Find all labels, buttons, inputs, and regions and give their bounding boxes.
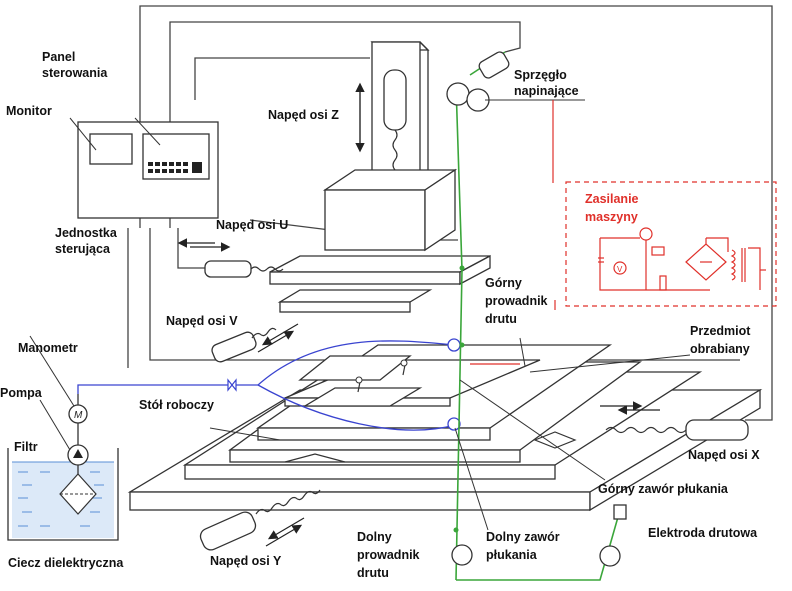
- dielectric-tank: [8, 448, 118, 540]
- label-gorny-prowadnik-line1: Górny: [485, 276, 522, 291]
- label-zasilanie-line2: maszyny: [585, 210, 638, 225]
- voltmeter-text: V: [617, 265, 623, 274]
- u-axis-motor: [205, 261, 251, 277]
- label-naped-u: Napęd osi U: [216, 218, 288, 233]
- label-pompa: Pompa: [0, 386, 42, 401]
- label-naped-v: Napęd osi V: [166, 314, 238, 329]
- label-naped-z: Napęd osi Z: [268, 108, 339, 123]
- label-przedmiot-line1: Przedmiot: [690, 324, 750, 339]
- x-axis-motor: [686, 420, 748, 440]
- manometer-symbol-text: M: [74, 410, 83, 421]
- label-elektroda: Elektroda drutowa: [648, 526, 757, 541]
- v-axis-motor: [210, 330, 258, 363]
- label-monitor: Monitor: [6, 104, 52, 119]
- label-gorny-prowadnik-line2: prowadnik: [485, 294, 548, 309]
- label-jednostka-line1: Jednostka: [55, 226, 117, 241]
- label-jednostka-line2: sterująca: [55, 242, 110, 257]
- label-przedmiot-line2: obrabiany: [690, 342, 750, 357]
- label-panel-line2: sterowania: [42, 66, 107, 81]
- label-zasilanie-line1: Zasilanie: [585, 192, 639, 207]
- label-manometr: Manometr: [18, 341, 78, 356]
- label-ciecz: Ciecz dielektryczna: [8, 556, 123, 571]
- upper-head: [270, 170, 490, 312]
- label-dolny-zawor-line2: płukania: [486, 548, 537, 563]
- label-stol: Stół roboczy: [139, 398, 214, 413]
- label-gorny-zawor: Górny zawór płukania: [598, 482, 728, 497]
- upper-flush-nozzle: [448, 339, 460, 351]
- label-dolny-prowadnik-line1: Dolny: [357, 530, 392, 545]
- y-axis-arrow: [266, 526, 300, 546]
- label-panel-line1: Panel: [42, 50, 75, 65]
- label-sprzeglo-line1: Sprzęgło: [514, 68, 567, 83]
- label-filtr: Filtr: [14, 440, 38, 455]
- label-gorny-prowadnik-line3: drutu: [485, 312, 517, 327]
- label-dolny-prowadnik-line3: drutu: [357, 566, 389, 581]
- y-axis-motor: [198, 510, 258, 553]
- label-sprzeglo-line2: napinające: [514, 84, 579, 99]
- label-dolny-prowadnik-line2: prowadnik: [357, 548, 420, 563]
- label-naped-x: Napęd osi X: [688, 448, 760, 463]
- label-naped-y: Napęd osi Y: [210, 554, 281, 569]
- monitor-screen: [90, 134, 132, 164]
- flush-valve: [228, 380, 236, 390]
- z-axis-motor: [384, 70, 406, 130]
- label-dolny-zawor-line1: Dolny zawór: [486, 530, 560, 545]
